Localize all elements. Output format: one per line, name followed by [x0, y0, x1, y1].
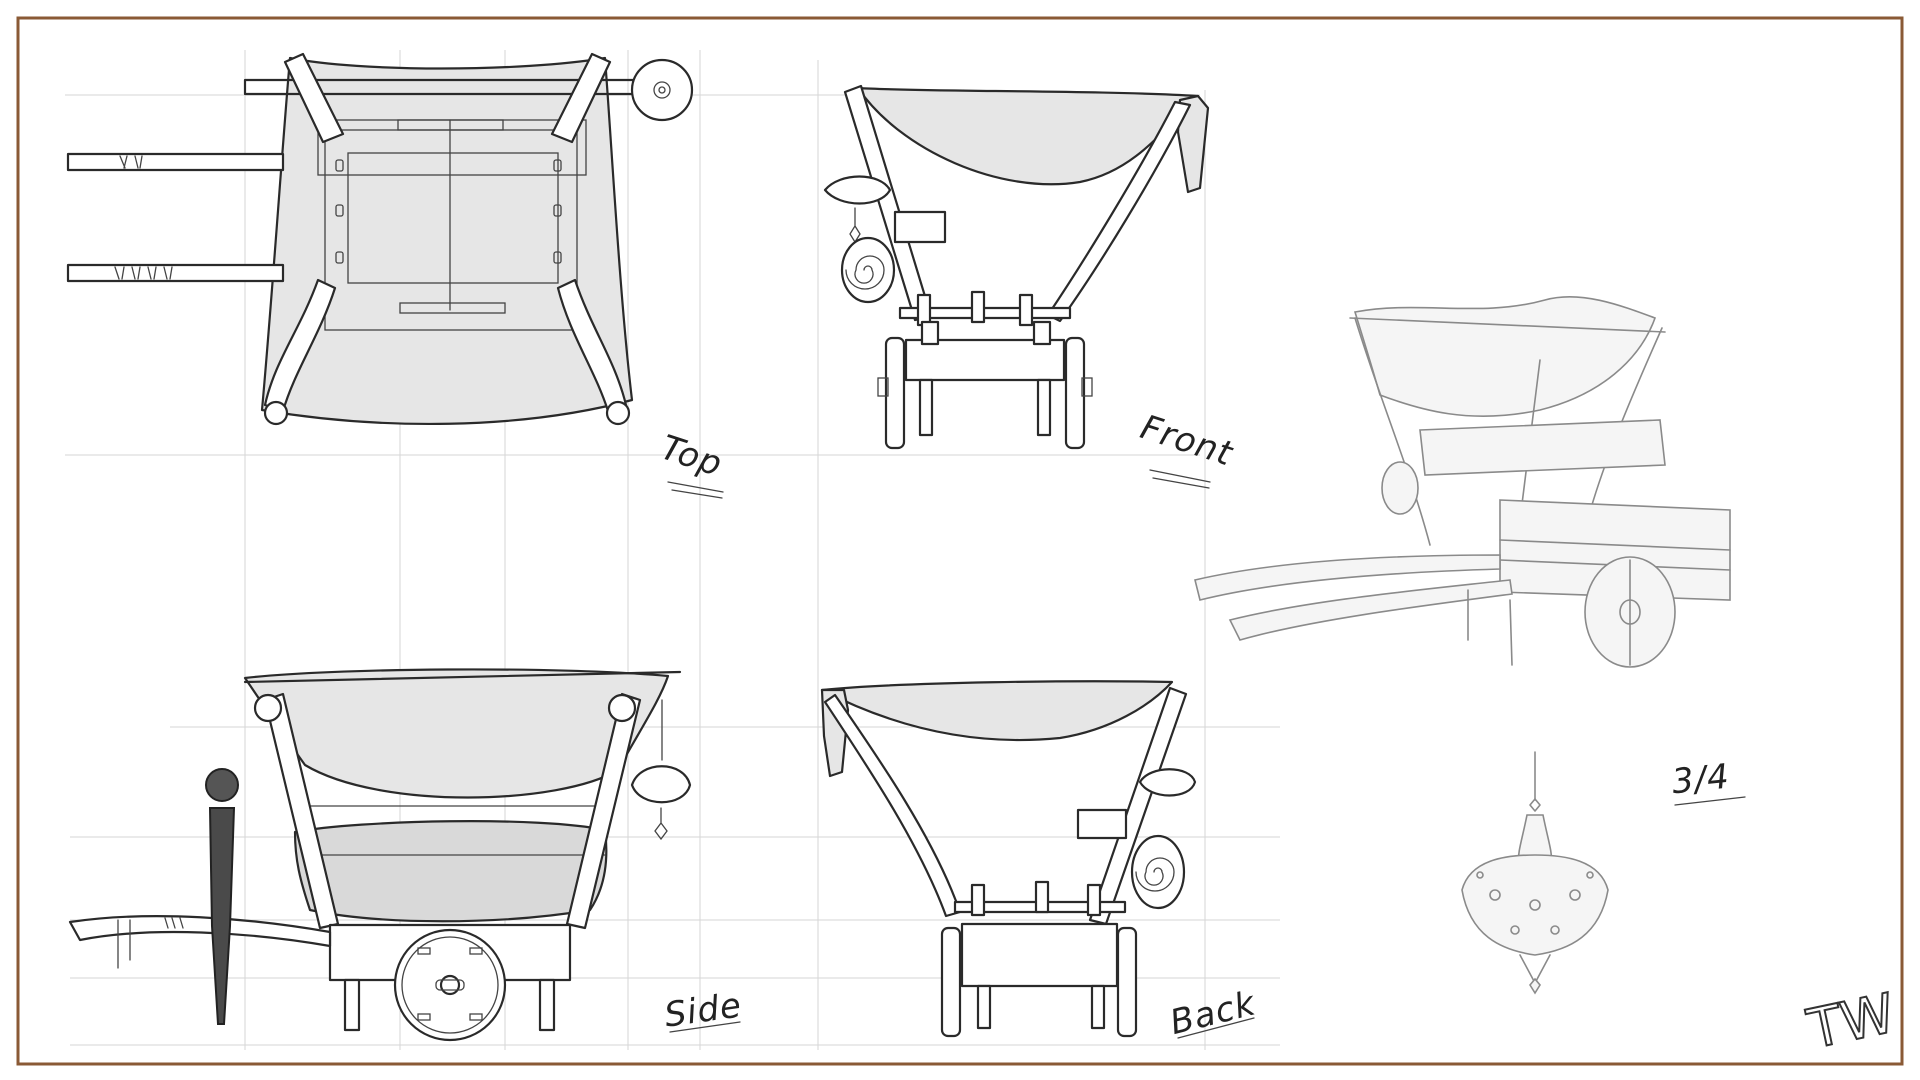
label-side-underline: [669, 1021, 741, 1033]
cart-side-view: [68, 668, 692, 1042]
cart-back-view: [820, 680, 1197, 1038]
hitching-post: [205, 768, 239, 1025]
cart-three-quarter-view: [1194, 296, 1731, 668]
label-back-underline: [1177, 1017, 1255, 1039]
label-three-quarter-underline: [1674, 796, 1746, 806]
label-front-underline: [1149, 469, 1211, 489]
lantern-detail: [1461, 751, 1609, 995]
label-top-underline: [667, 481, 724, 499]
cart-top-view: [66, 52, 694, 426]
label-three-quarter: 3/4: [1670, 757, 1732, 803]
cart-front-view: [823, 84, 1210, 450]
